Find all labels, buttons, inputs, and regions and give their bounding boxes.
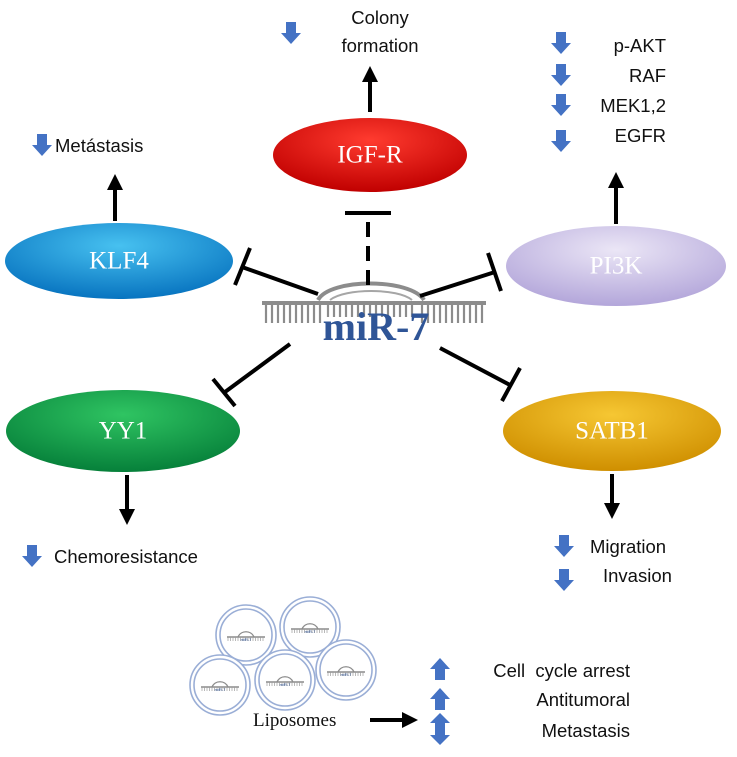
liposome-icon: miR-7 xyxy=(215,604,277,666)
satb1-effect-0: Migration xyxy=(590,536,666,557)
node-satb1-label: SATB1 xyxy=(575,418,649,445)
yy1-inhibition-bar xyxy=(211,377,237,408)
colony-line1: Colony xyxy=(351,7,409,28)
node-klf4 xyxy=(5,223,233,299)
pi3k-inhibition-bar xyxy=(486,252,503,292)
node-yy1-label: YY1 xyxy=(99,418,148,445)
yy1-arrow-head xyxy=(119,509,135,525)
colony-line2: formation xyxy=(341,35,418,56)
lipo-effect-0: Cell cycle arrest xyxy=(493,660,630,681)
satb1-arrow-head xyxy=(604,503,620,519)
lipo-effect-1: Antitumoral xyxy=(536,689,630,710)
yy1-inhibition-line xyxy=(223,342,292,394)
metastasis-label: Metástasis xyxy=(55,135,143,156)
satb1-inhibition-bar xyxy=(500,367,522,402)
satb1-effect-1: Invasion xyxy=(603,565,672,586)
liposome-mir-label: miR-7 xyxy=(305,629,316,634)
liposomes-arrow-head xyxy=(402,712,418,728)
pi3k-arrow-head xyxy=(608,172,624,188)
igfr-arrow-head xyxy=(362,66,378,82)
raf-down-arrow-icon xyxy=(551,64,571,86)
node-satb1 xyxy=(503,391,721,471)
invasion-down-arrow-icon xyxy=(554,569,574,591)
node-yy1 xyxy=(6,390,240,472)
cell-cycle-up-arrow-icon xyxy=(430,658,450,680)
pi3k-inhibition-line xyxy=(419,270,496,298)
liposomes-label: Liposomes xyxy=(253,710,336,731)
liposome-icon: miR-7 xyxy=(279,596,341,658)
pi3k-target-1: RAF xyxy=(629,65,666,86)
egfr-down-arrow-icon xyxy=(551,130,571,152)
klf4-inhibition-bar xyxy=(233,247,252,286)
chemoresistance-down-arrow-icon xyxy=(22,545,42,567)
node-igfr xyxy=(273,118,467,192)
migration-down-arrow-icon xyxy=(554,535,574,557)
node-igfr-label: IGF-R xyxy=(337,142,403,169)
liposome-mir-label: miR-7 xyxy=(215,687,226,692)
liposome-cluster: miR-7 miR-7 miR-7 miR-7 miR-7 xyxy=(189,596,377,716)
lipo-effect-2: Metastasis xyxy=(542,720,630,741)
liposome-mir-label: miR-7 xyxy=(241,637,252,642)
metastasis-updown-arrow-icon xyxy=(430,713,450,745)
pi3k-target-0: p-AKT xyxy=(614,35,666,56)
liposome-icon: miR-7 xyxy=(254,649,316,711)
metastasis-down-arrow-icon xyxy=(32,134,52,156)
chemoresistance-label: Chemoresistance xyxy=(54,546,198,567)
colony-down-arrow-icon xyxy=(281,22,301,44)
liposome-mir-label: miR-7 xyxy=(280,682,291,687)
node-pi3k-label: PI3K xyxy=(590,253,643,280)
pakt-down-arrow-icon xyxy=(551,32,571,54)
node-pi3k xyxy=(506,226,726,306)
pi3k-target-3: EGFR xyxy=(615,125,666,146)
pi3k-target-2: MEK1,2 xyxy=(600,95,666,116)
satb1-inhibition-line xyxy=(439,346,511,387)
klf4-inhibition-line xyxy=(241,265,319,296)
antitumoral-up-arrow-icon xyxy=(430,688,450,710)
node-klf4-label: KLF4 xyxy=(89,248,149,275)
liposome-icon: miR-7 xyxy=(189,654,251,716)
klf4-arrow-head xyxy=(107,174,123,190)
mek-down-arrow-icon xyxy=(551,94,571,116)
mirna-label: miR-7 xyxy=(323,304,430,349)
mirna-hairpin-icon xyxy=(262,281,486,323)
liposome-mir-label: miR-7 xyxy=(341,672,352,677)
liposome-icon: miR-7 xyxy=(315,639,377,701)
